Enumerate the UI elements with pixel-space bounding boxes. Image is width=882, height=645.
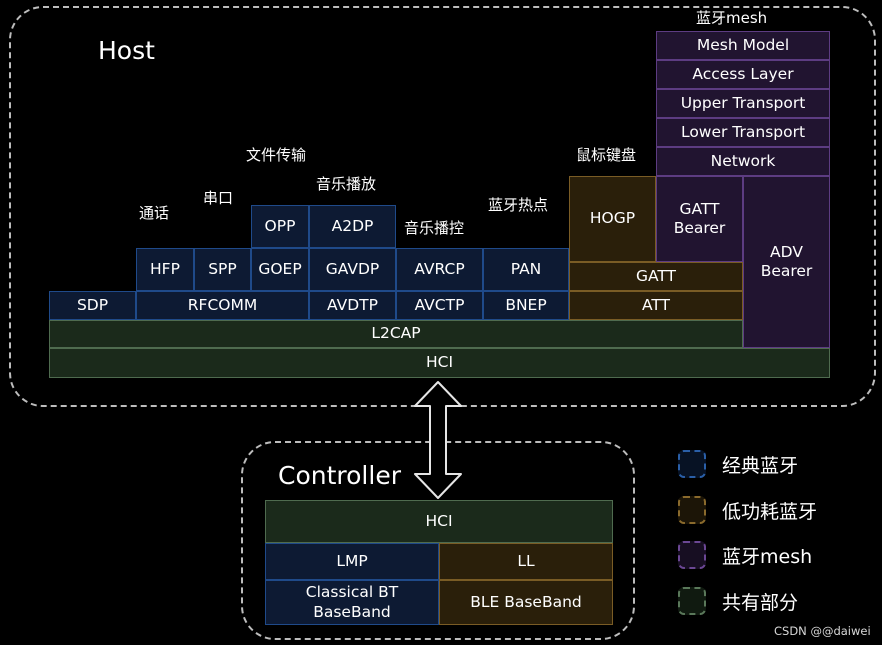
- legend-shared: 共有部分: [678, 587, 798, 615]
- label-music-play: 音乐播放: [316, 175, 377, 193]
- legend-swatch-ble: [678, 496, 706, 524]
- block-opp: OPP: [251, 205, 309, 248]
- label-music-control: 音乐播控: [404, 219, 465, 237]
- block-gatt-bearer: GATT Bearer: [656, 176, 743, 262]
- block-hogp: HOGP: [569, 176, 656, 262]
- block-pan: PAN: [483, 248, 569, 291]
- block-lmp: LMP: [265, 543, 439, 580]
- block-avrcp: AVRCP: [396, 248, 483, 291]
- label-mouse-keyboard: 鼠标键盘: [576, 146, 637, 164]
- host-title: Host: [98, 36, 155, 65]
- label-mesh: 蓝牙mesh: [696, 9, 768, 27]
- block-bnep: BNEP: [483, 291, 569, 320]
- hci-arrow: [414, 381, 462, 499]
- block-network: Network: [656, 147, 830, 176]
- legend-mesh: 蓝牙mesh: [678, 541, 812, 569]
- block-gatt: GATT: [569, 262, 743, 291]
- block-ble-baseband: BLE BaseBand: [439, 580, 613, 625]
- block-adv-bearer: ADV Bearer: [743, 176, 830, 348]
- block-hfp: HFP: [136, 248, 194, 291]
- block-rfcomm: RFCOMM: [136, 291, 309, 320]
- block-controller-hci: HCI: [265, 500, 613, 543]
- legend-swatch-mesh: [678, 541, 706, 569]
- block-goep: GOEP: [251, 248, 309, 291]
- label-serial: 串口: [203, 189, 234, 207]
- watermark: CSDN @@daiwei: [774, 624, 871, 638]
- label-file-transfer: 文件传输: [246, 146, 307, 164]
- block-mesh-model: Mesh Model: [656, 31, 830, 60]
- block-l2cap: L2CAP: [49, 320, 743, 348]
- block-gavdp: GAVDP: [309, 248, 396, 291]
- label-call: 通话: [139, 204, 170, 222]
- label-hotspot: 蓝牙热点: [488, 196, 549, 214]
- block-avctp: AVCTP: [396, 291, 483, 320]
- block-spp: SPP: [194, 248, 251, 291]
- block-upper-transport: Upper Transport: [656, 89, 830, 118]
- legend-swatch-classic: [678, 450, 706, 478]
- block-access-layer: Access Layer: [656, 60, 830, 89]
- block-lower-transport: Lower Transport: [656, 118, 830, 147]
- legend-swatch-shared: [678, 587, 706, 615]
- block-sdp: SDP: [49, 291, 136, 320]
- block-a2dp: A2DP: [309, 205, 396, 248]
- block-att: ATT: [569, 291, 743, 320]
- block-avdtp: AVDTP: [309, 291, 396, 320]
- legend-classic: 经典蓝牙: [678, 450, 798, 478]
- legend-label-classic: 经典蓝牙: [722, 454, 799, 477]
- legend-label-shared: 共有部分: [722, 591, 799, 614]
- block-host-hci: HCI: [49, 348, 830, 378]
- block-ll: LL: [439, 543, 613, 580]
- controller-title: Controller: [278, 461, 401, 490]
- block-classic-baseband: Classical BT BaseBand: [265, 580, 439, 625]
- legend-ble: 低功耗蓝牙: [678, 496, 817, 524]
- legend-label-ble: 低功耗蓝牙: [722, 500, 818, 523]
- legend-label-mesh: 蓝牙mesh: [722, 545, 813, 568]
